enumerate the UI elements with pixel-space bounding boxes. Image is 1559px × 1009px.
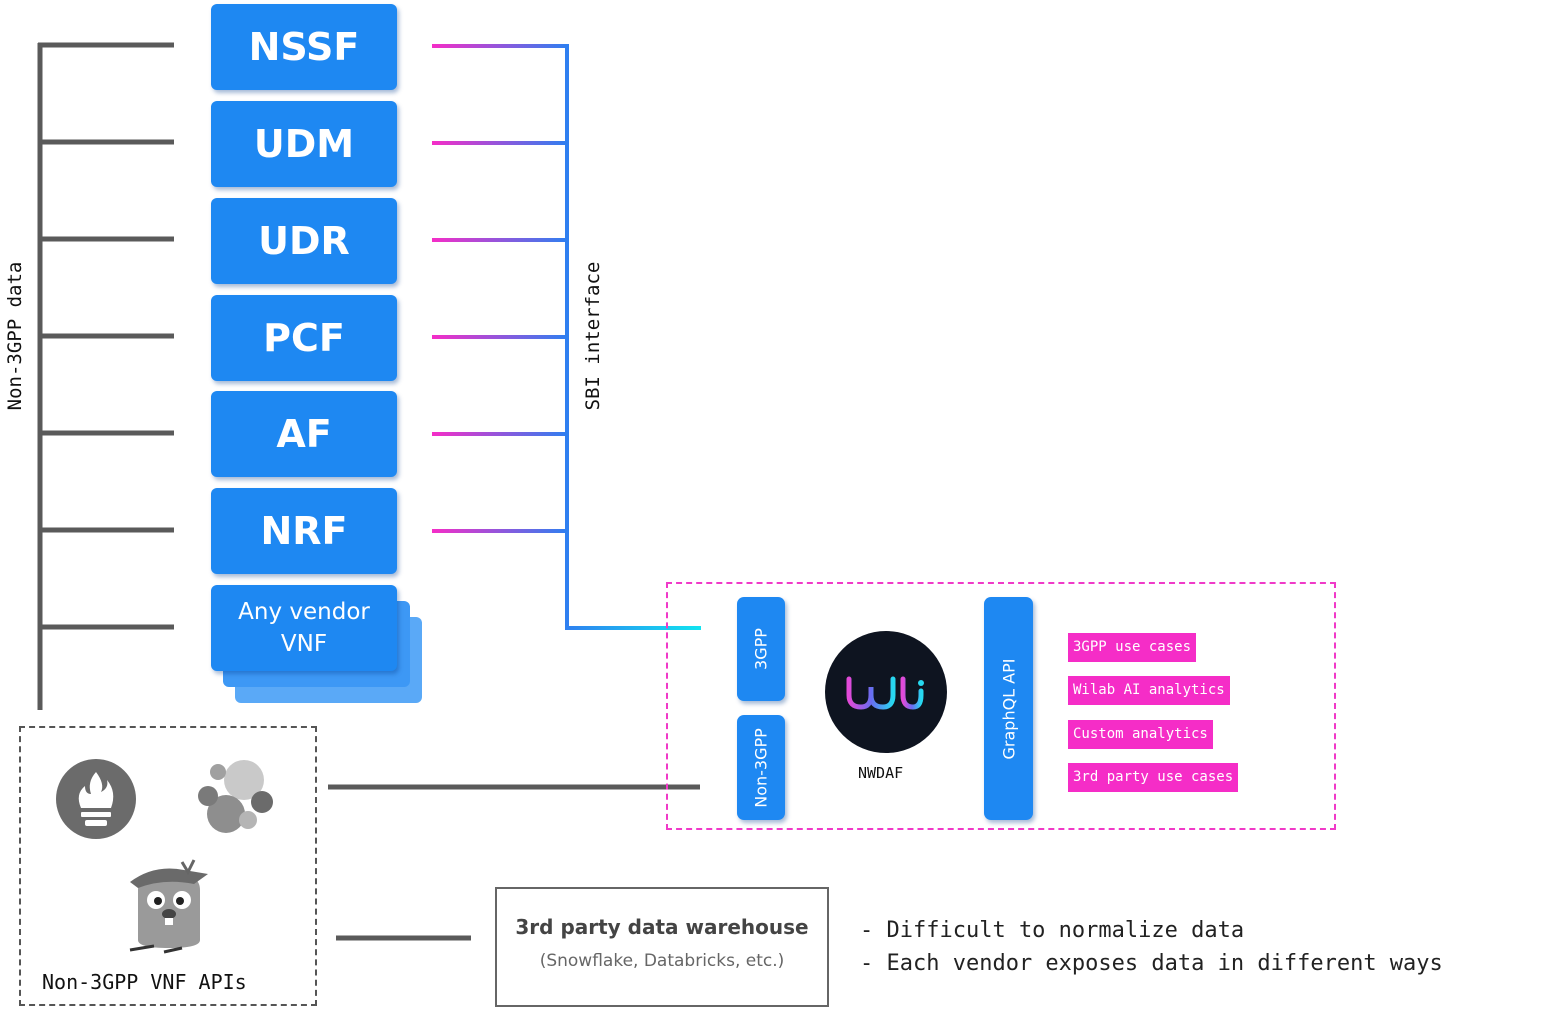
- input-3gpp: 3GPP: [737, 597, 785, 701]
- nf-pcf: PCF: [211, 295, 397, 381]
- data-warehouse-box: 3rd party data warehouse (Snowflake, Dat…: [495, 887, 829, 1007]
- nwdaf-container: [666, 582, 1336, 830]
- nf-nrf: NRF: [211, 488, 397, 574]
- vendor-line1: Any vendor: [238, 599, 370, 625]
- warehouse-title: 3rd party data warehouse: [515, 915, 809, 939]
- note-normalize: - Difficult to normalize data: [860, 918, 1245, 943]
- nf-af: AF: [211, 391, 397, 477]
- non3gpp-apis-label: Non-3GPP VNF APIs: [42, 970, 247, 994]
- use-case-3gpp: 3GPP use cases: [1068, 633, 1197, 662]
- nf-nssf: NSSF: [211, 4, 397, 90]
- use-case-wilab-ai: Wilab AI analytics: [1068, 676, 1230, 705]
- non3gpp-bus: [37, 42, 700, 941]
- nwdaf-logo: [825, 631, 947, 753]
- sbi-bus: [432, 44, 701, 630]
- input-3gpp-label: 3GPP: [751, 628, 771, 670]
- non3gpp-data-label: Non-3GPP data: [4, 261, 26, 411]
- nf-udr: UDR: [211, 198, 397, 284]
- elastic-icon: [198, 760, 273, 833]
- sbi-interface-label: SBI interface: [582, 261, 604, 411]
- wi-logo-icon: [846, 676, 924, 710]
- input-non3gpp: Non-3GPP: [737, 715, 785, 820]
- use-case-3rd-party: 3rd party use cases: [1068, 763, 1239, 792]
- nf-udm: UDM: [211, 101, 397, 187]
- prometheus-icon: [56, 759, 136, 839]
- warehouse-subtitle: (Snowflake, Databricks, etc.): [539, 951, 785, 971]
- non3gpp-apis-box: [19, 726, 317, 1006]
- vendor-vnf-card: Any vendor VNF: [211, 585, 397, 671]
- gopher-icon: [129, 859, 208, 954]
- graphql-api: GraphQL API: [984, 597, 1033, 820]
- use-case-custom: Custom analytics: [1068, 720, 1213, 749]
- input-non3gpp-label: Non-3GPP: [751, 727, 771, 808]
- nwdaf-name: NWDAF: [858, 764, 904, 782]
- graphql-api-label: GraphQL API: [999, 658, 1018, 759]
- vendor-line2: VNF: [280, 631, 328, 657]
- note-vendor-exposure: - Each vendor exposes data in different …: [860, 951, 1443, 976]
